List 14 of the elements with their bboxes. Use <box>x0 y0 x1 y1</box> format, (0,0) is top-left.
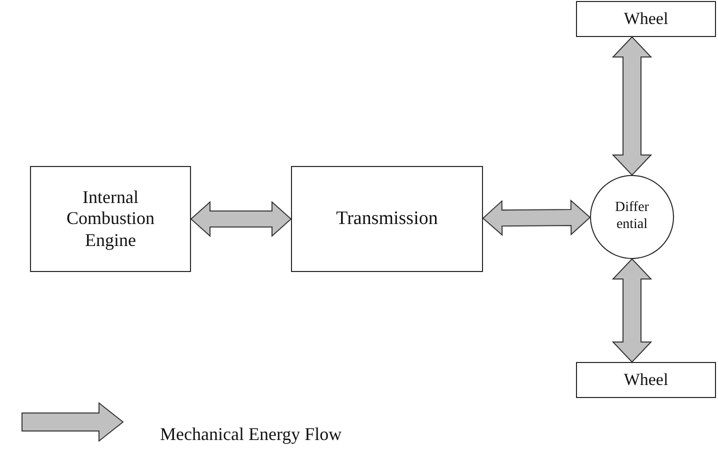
double-arrow <box>190 200 292 238</box>
process-box <box>576 362 716 398</box>
double-arrow <box>612 258 652 363</box>
legend-label: Mechanical Energy Flow <box>160 424 342 445</box>
node-label: Transmission <box>336 208 438 230</box>
node-label: Internal Combustion Engine <box>65 186 156 252</box>
node-label: Wheel <box>624 370 668 390</box>
node-label: Wheel <box>624 8 668 30</box>
double-arrow <box>482 199 591 236</box>
process-box <box>291 166 483 272</box>
node-label: Differ ential <box>614 200 650 234</box>
process-box <box>30 166 191 272</box>
process-box <box>576 1 716 37</box>
double-arrow <box>612 36 652 176</box>
